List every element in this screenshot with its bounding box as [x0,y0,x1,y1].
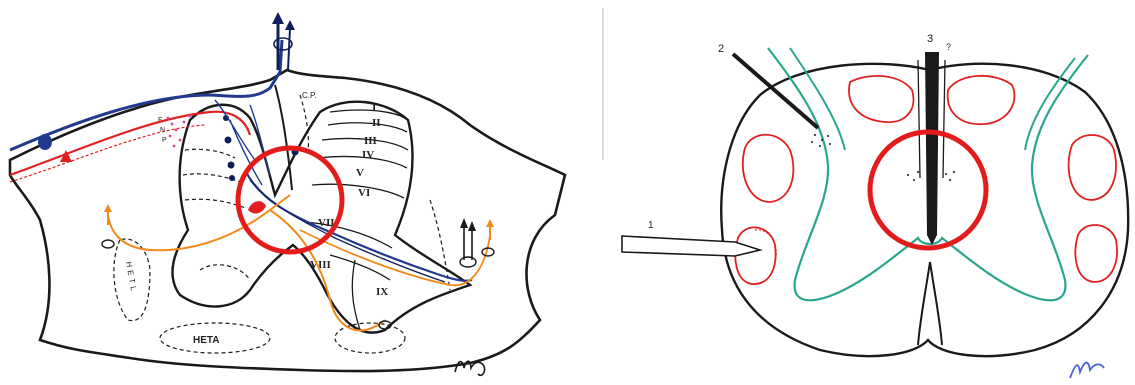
ascending-arrowhead-1 [272,12,284,24]
right-tract-loop-1 [460,257,476,267]
ascending-arrowhead-2 [285,20,295,30]
red-dotted-region [755,230,776,262]
electrode-3-side-left [918,60,920,178]
orange-arrowhead-left [104,204,112,212]
dorsal-root-red-fiber-2 [10,125,205,182]
left-dorsal-notch [275,85,292,190]
lamina-IX: IX [376,286,388,298]
lamina-V: V [356,167,364,179]
lamina-II: II [372,117,381,129]
label-nucleus-p: P [162,137,167,144]
dorsal-root-blue-fiber [10,40,282,150]
lamina-I: I [372,102,376,114]
orange-arrowhead-right [486,219,494,227]
left-signature [455,361,485,375]
red-tract-lateral-right [1069,135,1116,200]
right-ascending-arrowhead-1 [460,218,468,228]
lamina-IV: IV [362,149,374,161]
label-hetl: HETL [124,261,138,295]
right-teal-inner-left [790,48,845,150]
right-ventral-notch [918,262,942,345]
electrode-label-extra: ? [946,42,951,52]
red-tract-ventral-right [1075,225,1117,282]
electrode-3-side-right [943,60,945,178]
electrode-label-2: 2 [718,43,724,55]
red-cell-body [248,201,266,213]
right-signature [1070,363,1104,378]
right-cord-outline [721,64,1128,356]
electrode-label-1: 1 [648,220,654,231]
dorsal-root-ganglion [38,134,52,150]
red-tract-ventral-left [735,227,775,284]
label-cp: C.P. [302,91,317,100]
left-spinal-cord-diagram: I II III IV V VI VII VIII IX C.P. HETA H… [10,12,565,375]
electrode-1 [622,236,760,256]
electrode-2 [733,54,818,128]
label-heta: HETA [193,335,219,346]
right-teal-inner-right [1025,58,1075,150]
right-ascending-arrowhead-2 [468,221,476,231]
red-tract-lateral-left [743,135,794,202]
lamina-VI: VI [358,187,370,199]
red-tract-dorsal-right [948,76,1015,124]
label-nucleus-n: N [160,127,165,134]
right-spinal-cord-diagram: 1 2 3 ? [622,33,1128,378]
left-tract-loop [102,240,114,248]
electrode-label-3: 3 [927,33,933,45]
electrode-3-shaft [925,52,939,245]
red-tract-dorsal-left [849,76,913,122]
left-cord-outline [10,70,565,371]
lamina-III: III [364,135,377,147]
